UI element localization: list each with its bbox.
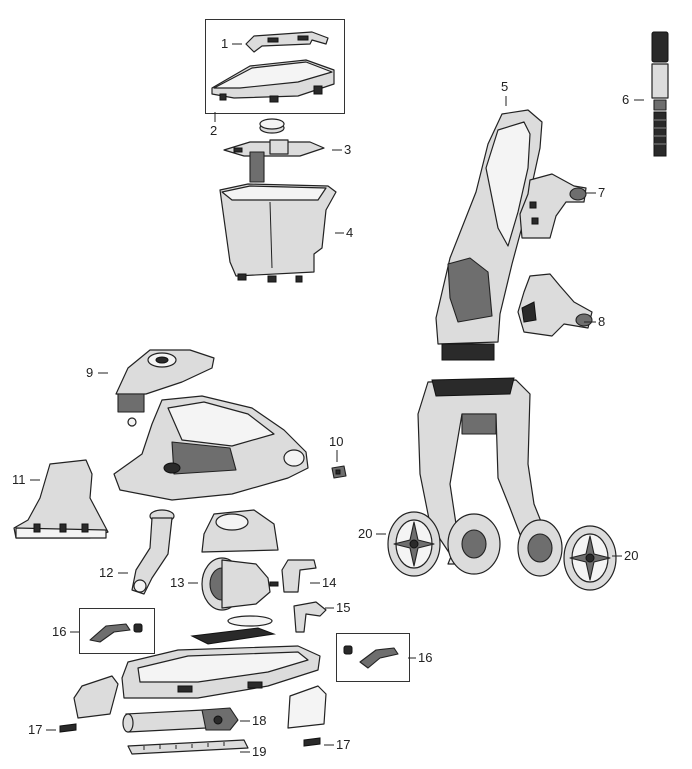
callout-6: 6	[622, 92, 630, 107]
callout-12: 12	[99, 565, 114, 580]
part-20-wheel-right	[563, 525, 617, 591]
callout-17-right: 17	[336, 737, 351, 752]
callout-1: 1	[221, 36, 229, 51]
callout-20-right: 20	[624, 548, 639, 563]
callout-9: 9	[86, 365, 94, 380]
callout-19: 19	[252, 744, 267, 759]
callout-11: 11	[12, 472, 26, 487]
part-8-accessory-holder	[517, 273, 593, 337]
part-10-fastener	[331, 465, 347, 479]
part-7-hose-clip	[519, 173, 587, 239]
base-plate	[190, 627, 276, 645]
latch-group-box-left	[79, 608, 155, 654]
callout-16-right: 16	[418, 650, 433, 665]
part-2-tank-lid	[211, 59, 335, 103]
callout-4: 4	[346, 225, 354, 240]
part-5-upper-handle	[435, 109, 543, 361]
callout-5: 5	[501, 79, 509, 94]
callout-20-left: 20	[358, 526, 373, 541]
inner-wheel-left	[447, 513, 501, 575]
part-16-latch-left	[89, 623, 143, 643]
right-side-cover	[287, 685, 327, 729]
part-18-brush-roll	[122, 707, 239, 733]
part-15-valve	[293, 601, 327, 633]
part-14-duct	[281, 559, 317, 593]
left-side-cover	[73, 675, 119, 719]
inner-wheel-right	[517, 519, 563, 577]
part-17-screw-right	[303, 737, 321, 747]
callout-18: 18	[252, 713, 267, 728]
part-3-tank-strainer	[223, 139, 325, 183]
callout-17-left: 17	[28, 722, 43, 737]
part-19-front-nozzle	[127, 739, 249, 755]
filter-cap	[259, 118, 285, 134]
part-13-motor	[201, 557, 279, 611]
lower-base-frame	[121, 645, 321, 699]
callout-2: 2	[210, 123, 218, 138]
part-17-screw-left	[59, 723, 77, 733]
callout-15: 15	[336, 600, 351, 615]
callout-3: 3	[344, 142, 352, 157]
callout-8: 8	[598, 314, 606, 329]
part-9-nozzle-cover	[115, 349, 215, 427]
callout-13: 13	[170, 575, 185, 590]
base-housing	[113, 395, 309, 501]
callout-14: 14	[322, 575, 337, 590]
callout-10: 10	[329, 434, 344, 449]
part-16-latch-right	[343, 645, 399, 669]
part-1-tank-handle	[245, 31, 329, 53]
part-6-hose-connector	[651, 31, 669, 157]
motor-housing-cover	[201, 509, 279, 553]
part-20-wheel-left	[387, 511, 441, 577]
part-4-dirty-water-tank	[219, 183, 337, 283]
part-12-hose-elbow	[131, 509, 175, 595]
callout-16-left: 16	[52, 624, 67, 639]
callout-7: 7	[598, 185, 606, 200]
tank-lid-group-box	[205, 19, 345, 114]
motor-gasket	[227, 615, 273, 627]
part-11-upholstery-tool	[13, 459, 109, 539]
